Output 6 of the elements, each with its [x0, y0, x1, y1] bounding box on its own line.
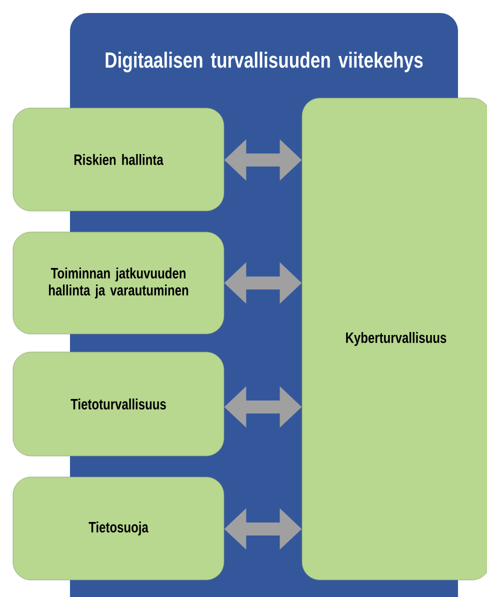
category-box: Toiminnan jatkuvuuden hallinta ja varautuminen — [12, 232, 224, 334]
category-box: Tietosuoja — [12, 476, 224, 580]
category-box: Tietoturvallisuus — [12, 352, 224, 456]
category-box: Kyberturvallisuus — [302, 98, 487, 580]
category-box: Riskien hallinta — [12, 108, 224, 212]
title: Digitaalisen turvallisuuden viitekehys — [106, 52, 423, 72]
